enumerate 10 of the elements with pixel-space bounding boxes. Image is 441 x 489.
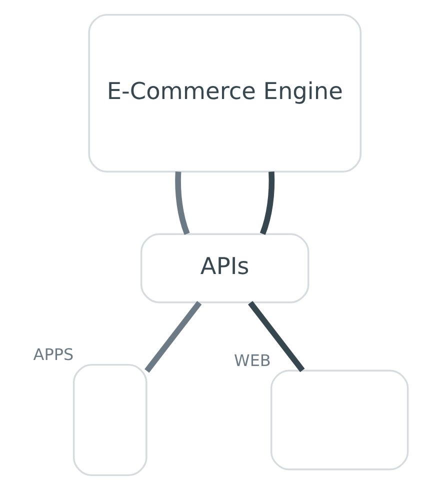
node-box: APIs xyxy=(140,232,310,303)
connector xyxy=(248,300,305,372)
connector xyxy=(260,171,275,234)
node-box xyxy=(72,363,148,476)
node-box: E-Commerce Engine xyxy=(88,13,362,172)
node-box xyxy=(270,369,409,470)
connector xyxy=(175,171,190,234)
connector xyxy=(144,300,202,372)
node-label: WEB xyxy=(234,350,271,370)
node-label: APPS xyxy=(33,344,74,364)
